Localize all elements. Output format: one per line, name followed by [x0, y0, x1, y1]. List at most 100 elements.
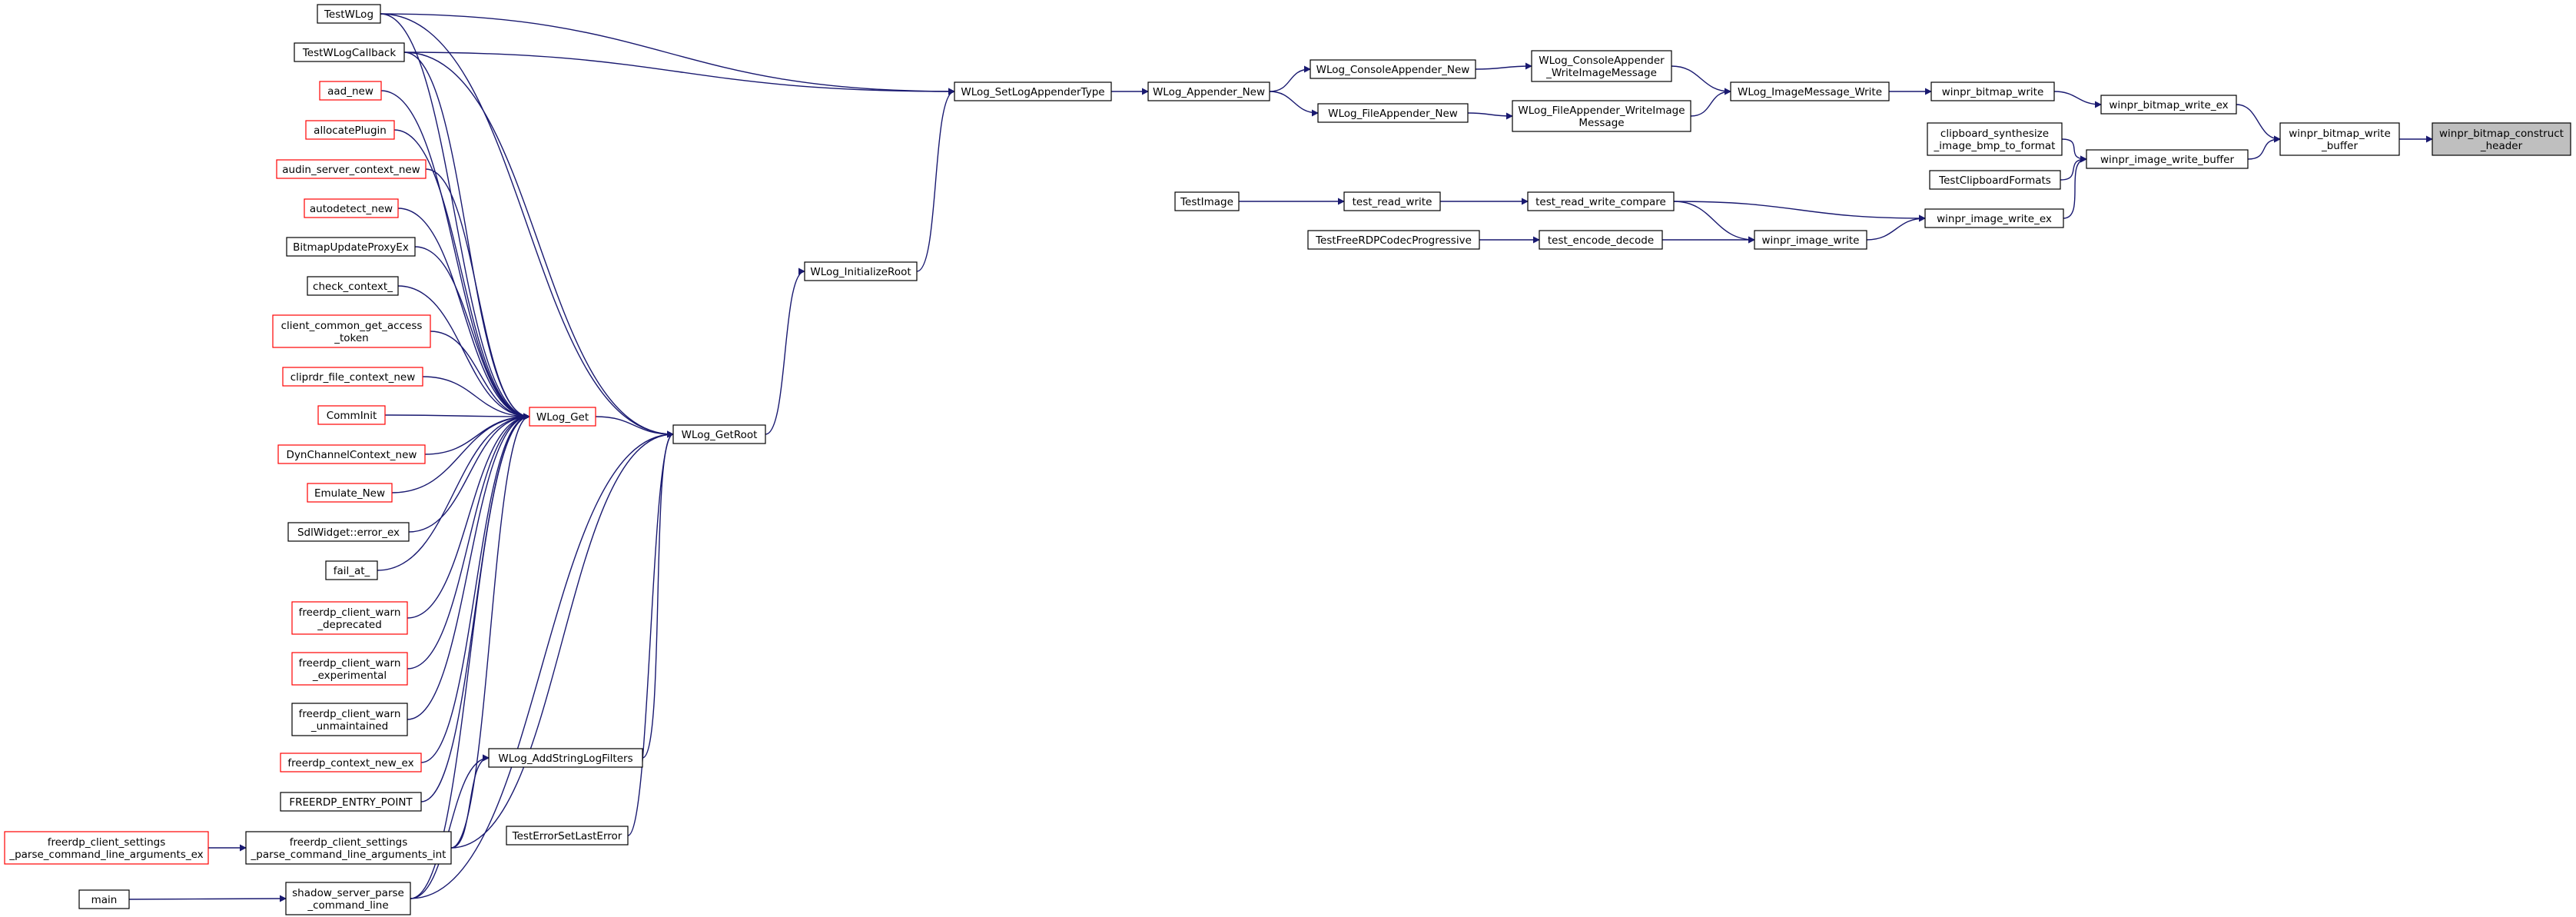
graph-node-n_wlimw[interactable]: WLog_ImageMessage_Write — [1730, 81, 1890, 101]
edge-n_trwc-to-n_wiw — [1673, 201, 1755, 244]
graph-node-n_wiwb[interactable]: winpr_image_write_buffer — [2086, 149, 2249, 169]
node-box — [2279, 122, 2400, 156]
graph-node-n_bupe[interactable]: BitmapUpdateProxyEx — [286, 237, 416, 257]
edge-n_sspcl-to-n_wlgr — [410, 430, 674, 899]
graph-node-n_wlgr[interactable]: WLog_GetRoot — [672, 424, 766, 444]
nodes-layer: winpr_bitmap_construct_header winpr_bitma… — [4, 4, 2571, 915]
node-box — [307, 483, 393, 503]
graph-node-n_trw[interactable]: test_read_write — [1343, 191, 1441, 211]
graph-node-n_fep[interactable]: FREERDP_ENTRY_POINT — [280, 792, 422, 812]
graph-node-n_fcne[interactable]: freerdp_context_new_ex — [280, 753, 422, 772]
graph-node-n_wlg[interactable]: WLog_Get — [529, 407, 596, 427]
edge-n_aad-to-n_wlg — [380, 90, 530, 420]
graph-node-n_fail[interactable]: fail_at_ — [325, 560, 378, 580]
node-label-line: _deprecated — [317, 619, 382, 631]
graph-node-n_wlan[interactable]: WLog_Appender_New — [1147, 81, 1270, 101]
node-box — [280, 753, 422, 772]
graph-node-n_wlslat[interactable]: WLog_SetLogAppenderType — [954, 81, 1112, 101]
graph-node-n_trwc[interactable]: test_read_write_compare — [1527, 191, 1675, 211]
node-label-line: _command_line — [307, 899, 388, 912]
edge-n_cctx-to-n_wlg — [397, 285, 530, 420]
graph-node-n_fcwe[interactable]: freerdp_client_warn_experimental — [291, 652, 408, 686]
node-box — [1512, 100, 1691, 132]
node-box — [291, 601, 408, 635]
edge-n_fcwd-to-n_wlg — [407, 413, 530, 619]
edge-n_twlog-to-n_wlslat — [380, 13, 955, 95]
edge-n_fcspi-to-n_wlg — [450, 413, 530, 849]
graph-node-n_wlfawim[interactable]: WLog_FileAppender_WriteImageMessage — [1512, 100, 1691, 132]
node-box — [276, 159, 427, 179]
graph-node-n_audin[interactable]: audin_server_context_new — [276, 159, 427, 179]
graph-node-n_alloc[interactable]: allocatePlugin — [305, 120, 395, 140]
graph-node-n_tcf[interactable]: TestClipboardFormats — [1929, 170, 2061, 190]
graph-node-n_comm[interactable]: CommInit — [317, 405, 386, 425]
node-box — [1343, 191, 1441, 211]
graph-node-n_ted[interactable]: test_encode_decode — [1539, 230, 1663, 250]
graph-node-n_fcwu[interactable]: freerdp_client_warn_unmaintained — [291, 703, 408, 736]
edge-n_fcspi-to-n_wlgr — [450, 430, 674, 849]
edge-n_fcspi-to-n_wlaslf — [450, 754, 490, 849]
graph-node-n_dyn[interactable]: DynChannelContext_new — [277, 444, 426, 464]
graph-node-n_timg[interactable]: TestImage — [1174, 191, 1240, 211]
graph-node-n_wbwex[interactable]: winpr_bitmap_write_ex — [2100, 95, 2237, 115]
edge-n_wlan-to-n_wlfan — [1269, 91, 1319, 117]
graph-node-n_wiwex[interactable]: winpr_image_write_ex — [1924, 208, 2064, 228]
graph-node-n_sdl[interactable]: SdlWidget::error_ex — [287, 522, 410, 542]
node-label-line: TestFreeRDPCodecProgressive — [1315, 234, 1472, 247]
node-label-line: clipboard_synthesize — [1940, 128, 2049, 140]
graph-node-n_autod[interactable]: autodetect_new — [304, 198, 399, 218]
node-label-line: freerdp_client_settings — [48, 836, 165, 849]
graph-node-n_wlcawim[interactable]: WLog_ConsoleAppender_WriteImageMessage — [1531, 50, 1672, 82]
edge-n_twlcb-to-n_wlgr — [403, 51, 674, 438]
node-label-line: main — [91, 894, 118, 906]
edge-n_bupe-to-n_wlg — [414, 246, 530, 420]
graph-node-n_cliprdr[interactable]: cliprdr_file_context_new — [282, 367, 423, 387]
graph-node-n_wiw[interactable]: winpr_image_write — [1754, 230, 1867, 250]
node-box — [317, 405, 386, 425]
graph-node-n_wlir[interactable]: WLog_InitializeRoot — [804, 261, 918, 281]
node-label-line: audin_server_context_new — [282, 164, 420, 176]
edge-n_wlir-to-n_wlslat — [916, 88, 955, 272]
edge-n_wlfan-to-n_wlfawim — [1467, 112, 1513, 120]
graph-node-n_wbwb[interactable]: winpr_bitmap_write_buffer — [2279, 122, 2400, 156]
node-label-line: shadow_server_parse — [292, 887, 404, 899]
graph-node-n_wbw[interactable]: winpr_bitmap_write — [1930, 81, 2055, 101]
node-box — [1174, 191, 1240, 211]
node-label-line: winpr_image_write_buffer — [2100, 154, 2234, 166]
node-label-line: winpr_image_write_ex — [1937, 213, 2052, 225]
node-label-line: TestWLog — [324, 8, 373, 21]
graph-node-n_sspcl[interactable]: shadow_server_parse_command_line — [285, 882, 411, 915]
node-label-line: aad_new — [327, 85, 373, 98]
node-label-line: _token — [334, 332, 369, 344]
graph-node-n_cctx[interactable]: check_context_ — [307, 276, 399, 296]
graph-node-n_fcwd[interactable]: freerdp_client_warn_deprecated — [291, 601, 408, 635]
graph-node-n_ccgat[interactable]: client_common_get_access_token — [272, 314, 431, 348]
graph-node-n_aad[interactable]: aad_new — [319, 81, 382, 101]
node-box — [325, 560, 378, 580]
graph-node-n_emu[interactable]: Emulate_New — [307, 483, 393, 503]
node-box — [954, 81, 1112, 101]
node-box — [1929, 170, 2061, 190]
node-box — [280, 792, 422, 812]
node-label-line: _buffer — [2321, 140, 2358, 152]
node-box — [488, 748, 643, 768]
graph-node-n_wlfan[interactable]: WLog_FileAppender_New — [1317, 103, 1469, 123]
graph-node-n_tfrdp[interactable]: TestFreeRDPCodecProgressive — [1307, 230, 1480, 250]
graph-node-n_wlaslf[interactable]: WLog_AddStringLogFilters — [488, 748, 643, 768]
graph-node-n_main[interactable]: main — [78, 889, 130, 909]
graph-node-n_twlcb[interactable]: TestWLogCallback — [294, 42, 405, 62]
graph-node-n_cs[interactable]: clipboard_synthesize_image_bmp_to_format — [1927, 122, 2063, 156]
node-label-line: test_read_write — [1353, 196, 1432, 208]
graph-node-n_twlog[interactable]: TestWLog — [317, 4, 381, 24]
edge-n_wlfawim-to-n_wlimw — [1690, 88, 1731, 117]
graph-node-n_fcspi[interactable]: freerdp_client_settings_parse_command_li… — [245, 831, 452, 865]
graph-node-n_wlcan[interactable]: WLog_ConsoleAppender_New — [1310, 59, 1476, 79]
node-label-line: CommInit — [327, 410, 377, 422]
node-box — [2432, 122, 2571, 156]
graph-node-n_tesle[interactable]: TestErrorSetLastError — [506, 826, 629, 846]
node-box — [291, 703, 408, 736]
graph-node-n_fcspe[interactable]: freerdp_client_settings_parse_command_li… — [4, 831, 209, 865]
graph-node-n_target[interactable]: winpr_bitmap_construct_header — [2432, 122, 2571, 156]
node-label-line: _parse_command_line_arguments_ex — [8, 849, 203, 861]
